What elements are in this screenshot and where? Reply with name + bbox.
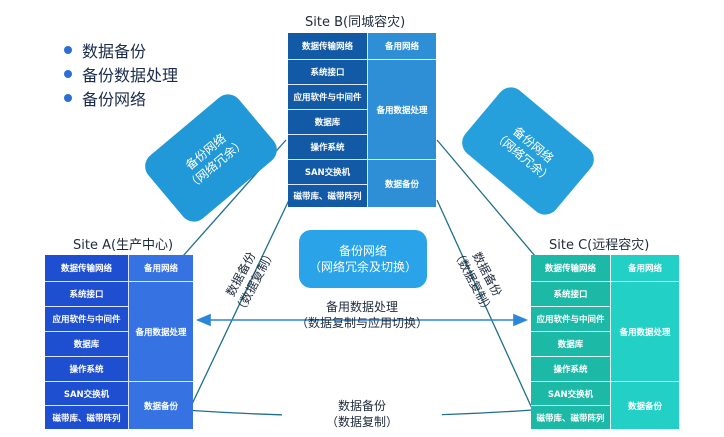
site-a-cell: 数据传输网络 (45, 255, 129, 282)
bullet-dot-icon (64, 46, 72, 54)
link-label-a-c-backup: 数据备份 （数据复制） (282, 398, 442, 430)
site-a-cell: 数据库 (45, 332, 129, 357)
bullet-item: 备份网络 (64, 86, 178, 110)
site-a-cell: 备用网络 (129, 255, 193, 282)
site-c-cell: 磁带库、磁带阵列 (531, 406, 611, 429)
site-b-cell: 操作系统 (288, 135, 368, 160)
bullet-dot-icon (64, 70, 72, 78)
link-a-b-inner (183, 199, 290, 422)
link-b-c-outer (436, 139, 536, 257)
site-c-cell: SAN交换机 (531, 382, 611, 406)
site-c-cell: 备用数据处理 (611, 282, 679, 382)
site-c-cell: 数据备份 (611, 382, 679, 429)
site-c-cell: 系统接口 (531, 282, 611, 307)
site-c-title: Site C(远程容灾) (549, 238, 650, 253)
site-c-cell: 备用网络 (611, 255, 679, 282)
site-c-stack: 数据传输网络 系统接口 应用软件与中间件 数据库 操作系统 SAN交换机 磁带库… (531, 255, 679, 429)
site-b-cell: 备用网络 (368, 33, 436, 60)
site-a-stack: 数据传输网络 系统接口 应用软件与中间件 数据库 操作系统 SAN交换机 磁带库… (45, 255, 193, 429)
site-a-cell: 数据备份 (129, 382, 193, 429)
site-b-cell: 数据备份 (368, 160, 436, 207)
site-c-cell: 数据传输网络 (531, 255, 611, 282)
bullet-dot-icon (64, 94, 72, 102)
site-c-cell: 操作系统 (531, 357, 611, 382)
site-b-cell: 数据库 (288, 110, 368, 135)
backup-network-badge-center: 备份网络 （网络冗余及切换） (299, 230, 427, 288)
site-b-cell: SAN交换机 (288, 160, 368, 185)
site-a-cell: 备用数据处理 (129, 282, 193, 382)
bullet-list: 数据备份 备份数据处理 备份网络 (64, 38, 178, 110)
site-b-cell: 备用数据处理 (368, 60, 436, 160)
site-a-cell: 应用软件与中间件 (45, 307, 129, 332)
link-b-c-inner (436, 199, 536, 416)
site-a-title: Site A(生产中心) (73, 238, 174, 253)
arrowhead-right (513, 313, 529, 327)
site-c-cell: 应用软件与中间件 (531, 307, 611, 332)
link-label-a-c-processing: 备用数据处理 （数据复制与应用切换） (295, 300, 428, 330)
site-b-cell: 系统接口 (288, 60, 368, 85)
bullet-item: 备份数据处理 (64, 62, 178, 86)
bullet-item: 数据备份 (64, 38, 178, 62)
site-c-cell: 数据库 (531, 332, 611, 357)
arrowhead-left (195, 313, 211, 327)
site-a-cell: 磁带库、磁带阵列 (45, 406, 129, 429)
site-a-cell: SAN交换机 (45, 382, 129, 406)
site-a-cell: 系统接口 (45, 282, 129, 307)
site-b-cell: 数据传输网络 (288, 33, 368, 60)
site-b-stack: 数据传输网络 系统接口 应用软件与中间件 数据库 操作系统 SAN交换机 磁带库… (288, 33, 436, 207)
site-b-cell: 磁带库、磁带阵列 (288, 185, 368, 207)
site-b-cell: 应用软件与中间件 (288, 85, 368, 110)
site-a-cell: 操作系统 (45, 357, 129, 382)
site-b-title: Site B(同城容灾) (305, 15, 406, 30)
